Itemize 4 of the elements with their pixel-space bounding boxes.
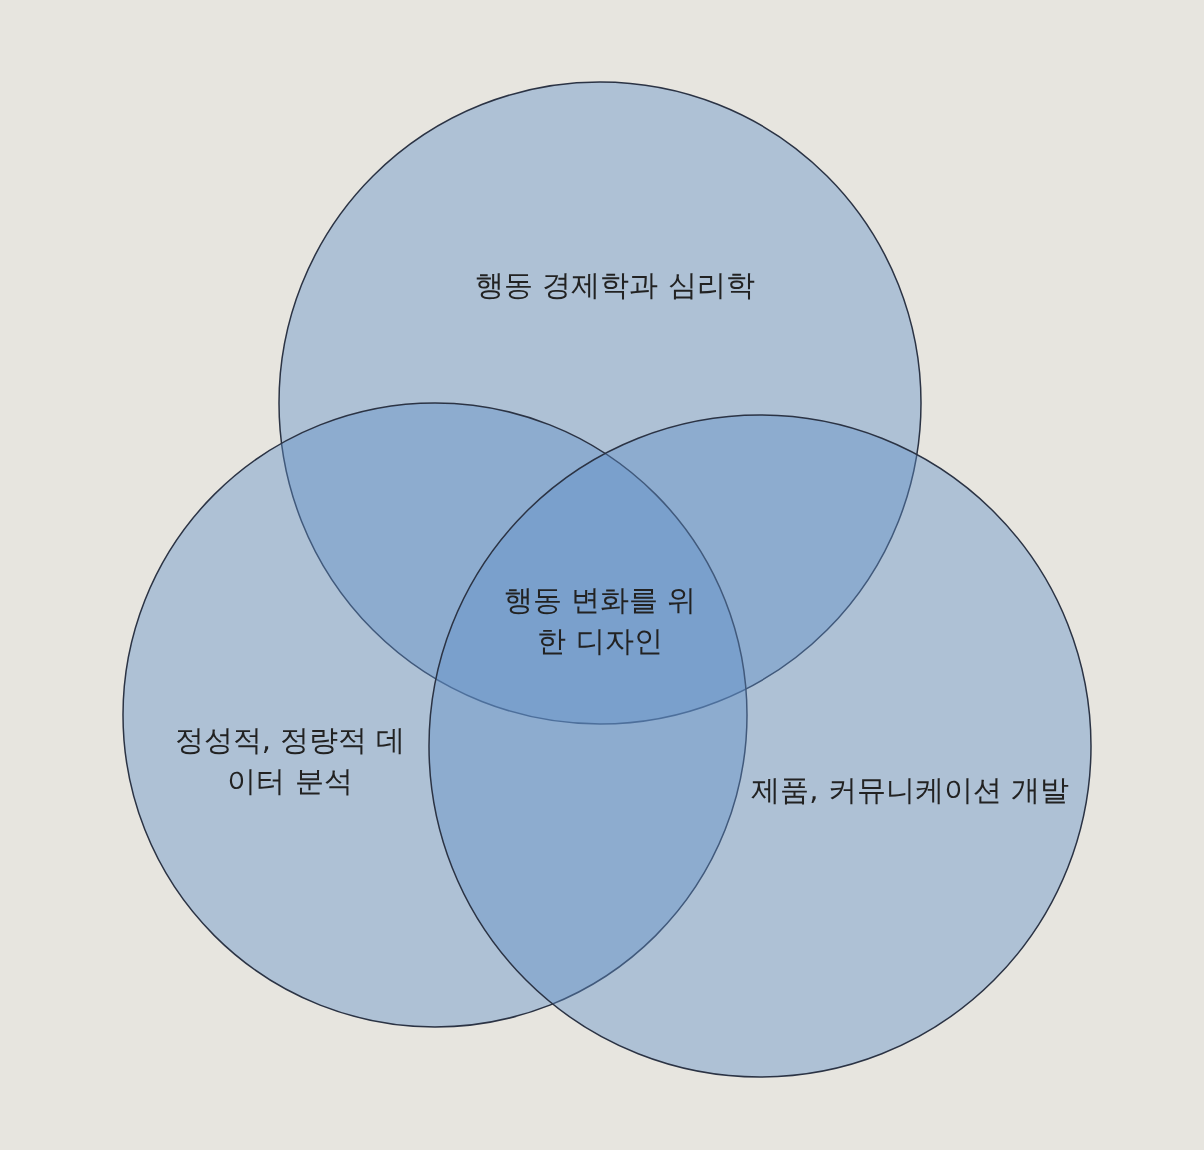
circle-label: 제품, 커뮤니케이션 개발 — [750, 772, 1070, 809]
overlap-label: 행동 변화를 위한 디자인 — [502, 582, 698, 660]
circle-label: 행동 경제학과 심리학 — [474, 267, 756, 304]
circle-label: 정성적, 정량적 데이터 분석 — [173, 722, 407, 800]
